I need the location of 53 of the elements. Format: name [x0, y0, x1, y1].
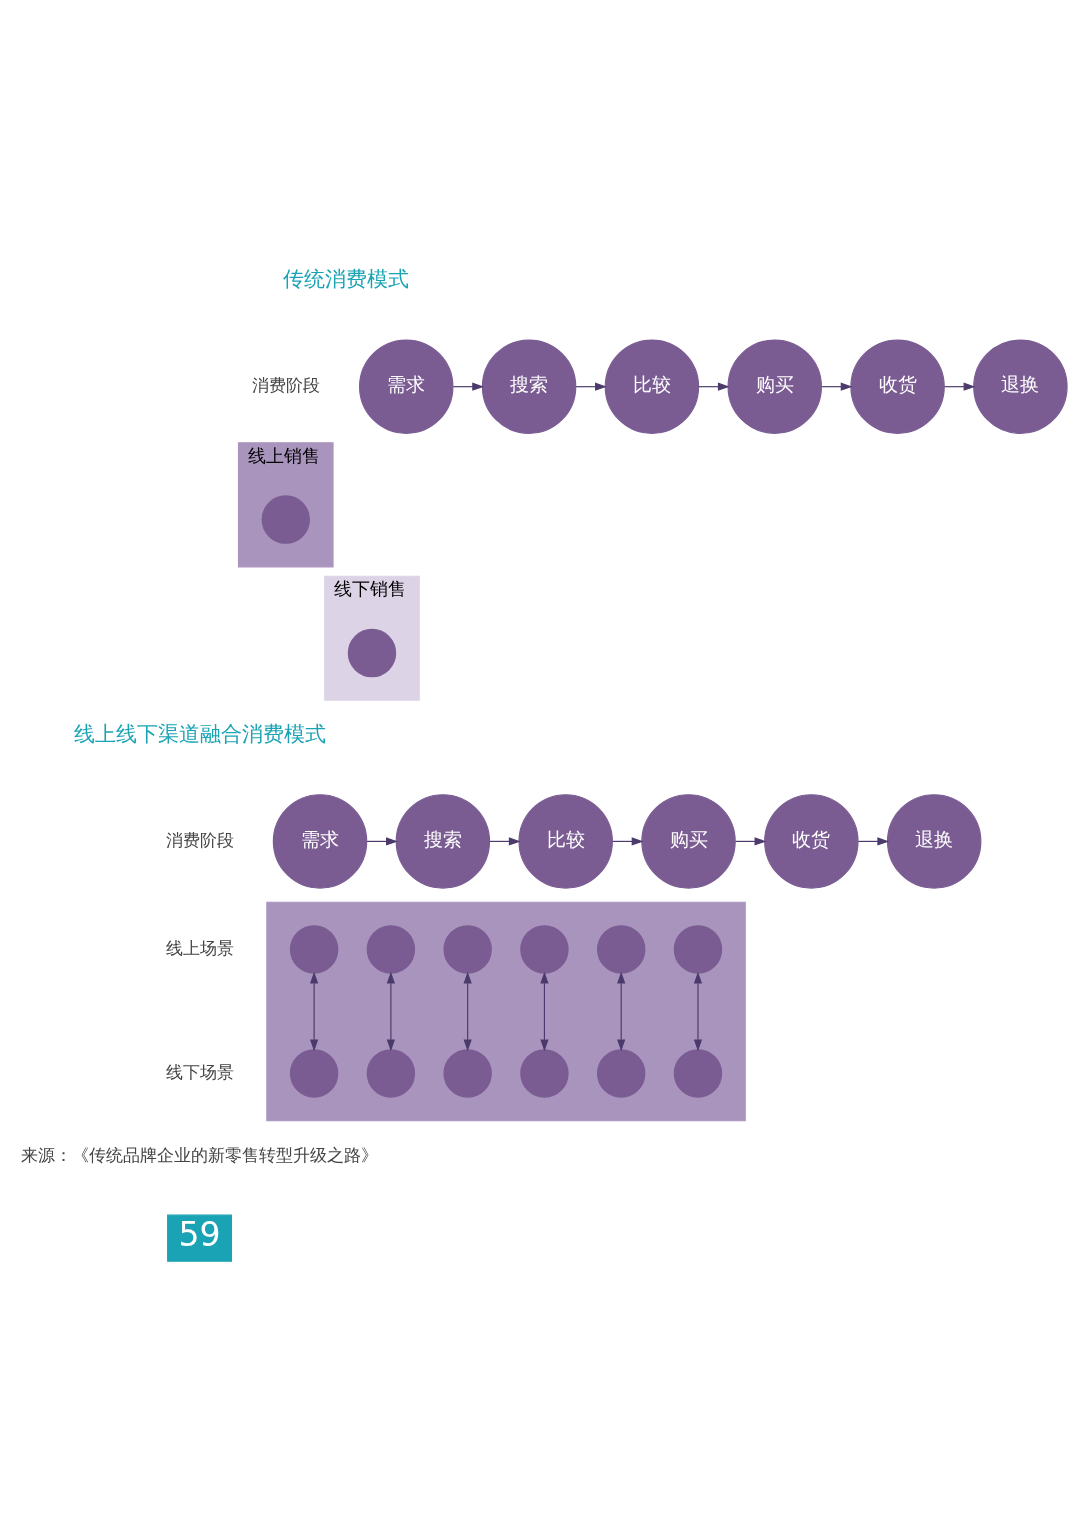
node-circle [261, 494, 310, 544]
arrow [489, 836, 521, 846]
arrow [452, 382, 485, 391]
node-circle [673, 924, 723, 974]
arrow [612, 836, 644, 846]
label: 消费阶段 [165, 830, 234, 850]
node-circle: 需求 [359, 338, 454, 434]
node-circle [443, 924, 492, 974]
node-circle: 退换 [886, 793, 982, 889]
arrow [693, 971, 703, 1051]
node-circle [597, 924, 646, 974]
label: 来源：《传统品牌企业的新零售转型升级之路》 [21, 1145, 379, 1165]
node-circle [443, 1048, 492, 1098]
cluster [266, 901, 746, 1121]
arrow [857, 836, 890, 846]
label: 线上线下渠道融合消费模式 [73, 720, 326, 746]
node-circle: 收货 [850, 338, 945, 434]
arrow [575, 382, 607, 391]
arrow [617, 971, 626, 1051]
arrow [309, 971, 319, 1051]
label: 线下场景 [165, 1062, 234, 1082]
label: 传统消费模式 [283, 265, 410, 291]
arrow [463, 971, 472, 1051]
cluster: 线下销售 [324, 575, 420, 701]
arrow [366, 836, 398, 846]
arrow [734, 836, 767, 846]
node-circle [520, 1048, 569, 1098]
node-circle [347, 628, 397, 677]
arrow [821, 382, 853, 391]
node-circle [366, 1048, 416, 1098]
arrow [386, 971, 396, 1051]
node-circle [289, 1048, 339, 1098]
node-circle: 退换 [973, 338, 1068, 434]
arrow [540, 971, 549, 1051]
node-circle: 购买 [727, 338, 822, 434]
node-circle [366, 924, 416, 974]
node-circle: 比较 [518, 793, 613, 889]
node-circle: 搜索 [481, 338, 577, 434]
label: 消费阶段 [251, 375, 320, 395]
node-circle: 购买 [641, 793, 736, 889]
arrow [698, 382, 730, 391]
label: 59 [178, 1214, 221, 1254]
node-circle: 比较 [604, 338, 700, 434]
node-circle: 需求 [272, 793, 368, 889]
arrow [944, 382, 976, 391]
node-circle [520, 924, 569, 974]
label: 线上场景 [165, 938, 234, 958]
node-circle: 搜索 [395, 793, 491, 889]
node-circle [289, 924, 339, 974]
node-circle: 收货 [764, 793, 859, 889]
node-circle [673, 1048, 723, 1098]
node-circle [597, 1048, 646, 1098]
cluster: 线上销售 [237, 441, 334, 567]
